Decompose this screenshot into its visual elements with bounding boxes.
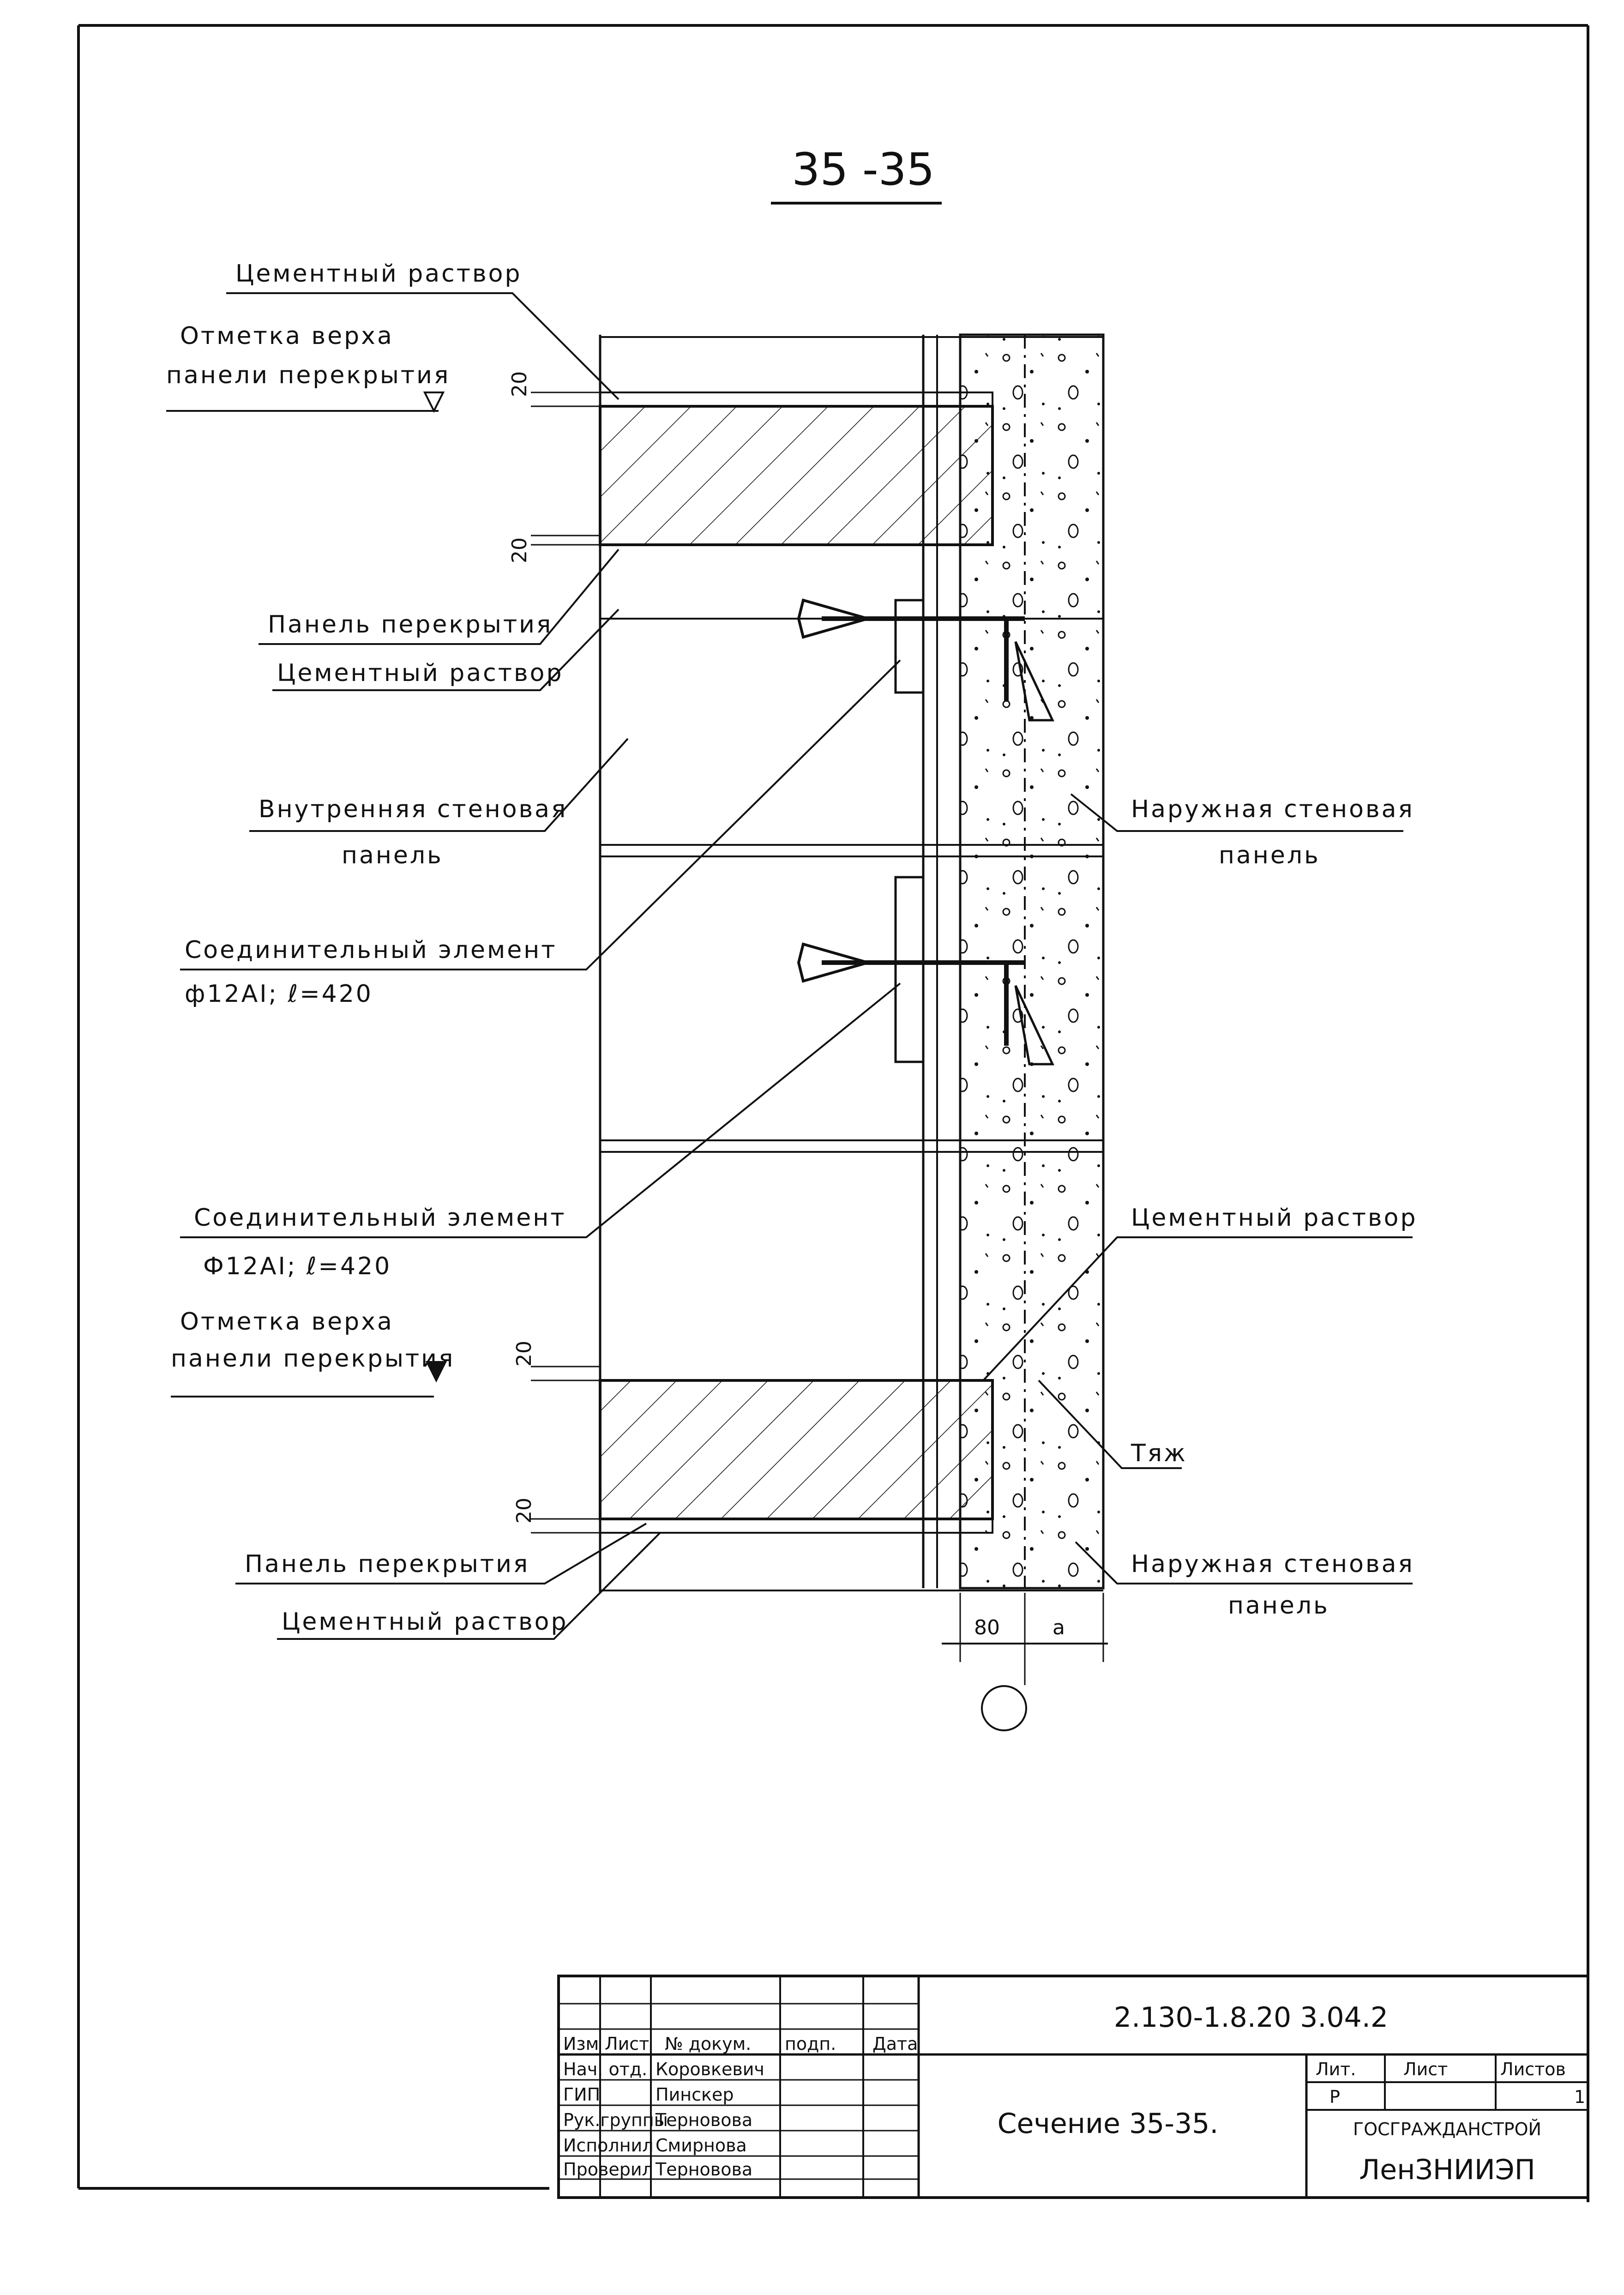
label-cement-mortar-bottom: Цементный раствор — [282, 1608, 568, 1636]
label-inner-panel-2: панель — [342, 842, 443, 869]
tb-name-4: Терновова — [655, 2159, 752, 2180]
tb-header-date: Дата — [872, 2034, 918, 2054]
level-mark-bottom — [425, 1361, 447, 1383]
tb-org-line1: ГОСГРАЖДАНСТРОЙ — [1353, 2119, 1541, 2139]
label-tie: Тяж — [1131, 1440, 1187, 1467]
label-floor-panel-2: Панель перекрытия — [245, 1550, 529, 1578]
level-mark-top — [423, 392, 445, 413]
section-title: 35 -35 — [792, 144, 934, 195]
label-connector-1b: ф12АI; ℓ=420 — [185, 980, 373, 1008]
label-connector-1a: Соединительный элемент — [185, 936, 557, 964]
tb-role-2: Рук.группы — [563, 2110, 668, 2130]
mortar-layer-top — [599, 392, 993, 407]
tb-name-2: Терновова — [655, 2110, 752, 2130]
floor-slab-bottom — [599, 1379, 994, 1520]
connector-1 — [797, 598, 1054, 722]
tb-role-1: ГИП — [563, 2084, 600, 2105]
tb-doc-code: 2.130-1.8.20 3.04.2 — [1114, 2001, 1388, 2034]
label-slab-mark-2: панели перекрытия — [166, 361, 450, 389]
tb-role-0: Нач. отд. — [563, 2059, 647, 2079]
dimensions: 20 20 20 20 80 a — [508, 371, 1108, 1731]
tb-header-list: Лист — [605, 2034, 649, 2054]
label-outer-panel-2b: панель — [1228, 1592, 1329, 1620]
dim-a: a — [1053, 1616, 1065, 1639]
tb-role-3: Исполнил — [563, 2135, 654, 2156]
label-connector-2b: Ф12АI; ℓ=420 — [203, 1253, 391, 1280]
tb-sheets-value: 1 — [1574, 2087, 1585, 2107]
dim-20-c: 20 — [512, 1341, 536, 1367]
labels: Цементный раствор Отметка верха панели п… — [166, 260, 1417, 1636]
dim-20-d: 20 — [512, 1498, 536, 1524]
tb-lit-label: Лит. — [1316, 2059, 1356, 2079]
tb-role-4: Проверил — [563, 2159, 653, 2180]
label-floor-panel-1: Панель перекрытия — [268, 611, 553, 639]
sheet-frame — [77, 24, 1589, 2202]
tb-header-docno: № докум. — [665, 2034, 751, 2054]
title-block: Изм Лист № докум. подп. Дата Нач. отд. К… — [557, 1975, 1589, 2199]
label-outer-panel-1a: Наружная стеновая — [1131, 795, 1414, 823]
tb-header-sign: подп. — [785, 2034, 836, 2054]
label-connector-2a: Соединительный элемент — [194, 1204, 566, 1232]
tb-header-izm: Изм — [563, 2034, 599, 2054]
label-outer-panel-1b: панель — [1219, 842, 1320, 869]
floor-slab-top — [599, 405, 994, 546]
tb-org-line2: ЛенЗНИИЭП — [1359, 2154, 1535, 2186]
connector-2 — [797, 876, 1054, 1066]
label-cement-mortar-2: Цементный раствор — [277, 659, 563, 687]
label-slab-mark-4: панели перекрытия — [171, 1345, 455, 1373]
label-inner-panel-1: Внутренняя стеновая — [259, 795, 567, 823]
tb-name-0: Коровкевич — [656, 2059, 764, 2079]
tb-lit-value: Р — [1329, 2087, 1340, 2107]
label-cement-mortar-3: Цементный раствор — [1131, 1204, 1417, 1232]
tb-name-1: Пинскер — [656, 2084, 734, 2105]
label-cement-mortar-top: Цементный раствор — [235, 260, 522, 288]
mortar-layer-bottom — [599, 1518, 993, 1534]
label-outer-panel-2a: Наружная стеновая — [1131, 1550, 1414, 1578]
axis-marker-circle — [981, 1685, 1027, 1731]
tb-sheets-label: Листов — [1500, 2059, 1566, 2079]
label-slab-mark-3: Отметка верха — [180, 1308, 394, 1336]
dim-20-a: 20 — [508, 371, 531, 397]
tb-sheet-label: Лист — [1403, 2059, 1448, 2079]
dim-20-b: 20 — [508, 537, 531, 563]
label-slab-mark-1: Отметка верха — [180, 322, 394, 350]
tb-drawing-name: Сечение 35-35. — [998, 2108, 1219, 2140]
dim-80: 80 — [974, 1616, 1000, 1639]
leader-lines — [166, 292, 1413, 1640]
tb-name-3: Смирнова — [656, 2135, 747, 2156]
